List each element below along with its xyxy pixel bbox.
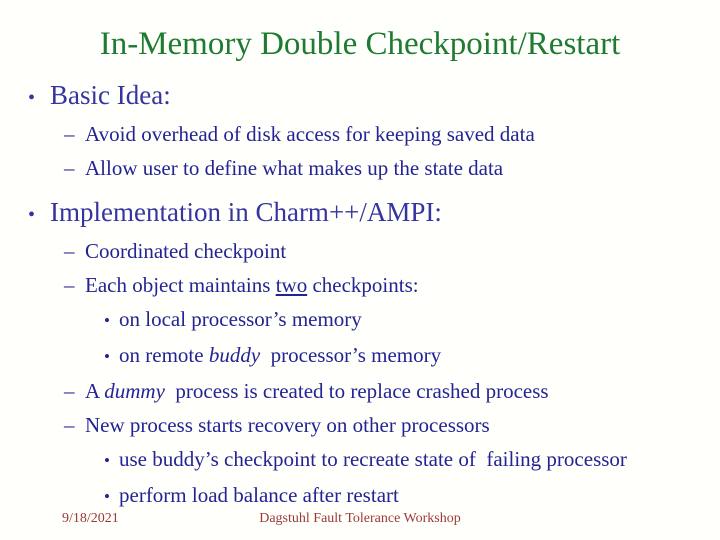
dot-bullet-icon: •	[28, 204, 36, 226]
bullet-line-level-2: –Each object maintains two checkpoints:	[0, 268, 720, 302]
bullet-text: New process starts recovery on other pro…	[85, 408, 490, 442]
bullet-line-level-3: • on remote buddy processor’s memory	[0, 338, 720, 374]
bullet-text: A dummy process is created to replace cr…	[85, 374, 549, 408]
dot-bullet-icon: •	[104, 451, 110, 470]
dot-bullet-icon: •	[104, 311, 110, 330]
bullet-text-segment: processor’s memory	[260, 343, 442, 367]
bullet-text-segment: buddy	[208, 343, 261, 367]
bullet-line-level-3: • perform load balance after restart	[0, 478, 720, 514]
dash-bullet-icon: –	[64, 379, 75, 403]
bullet-text: Allow user to define what makes up the s…	[85, 151, 503, 185]
dash-bullet-icon: –	[64, 239, 75, 263]
bullet-text-segment: Coordinated checkpoint	[85, 239, 287, 263]
slide-footer: 9/18/2021 Dagstuhl Fault Tolerance Works…	[0, 511, 720, 529]
bullet-text-segment: on local processor’s memory	[119, 307, 362, 331]
dash-bullet-icon: –	[64, 122, 75, 146]
bullet-text-segment: use buddy’s checkpoint to recreate state…	[119, 447, 627, 471]
bullet-text-segment: two	[275, 273, 308, 297]
bullet-text-segment: Each object maintains	[85, 273, 276, 297]
bullet-line-level-2: –Allow user to define what makes up the …	[0, 151, 720, 185]
bullet-line-level-2: –Avoid overhead of disk access for keepi…	[0, 117, 720, 151]
bullet-text-segment: process is created to replace crashed pr…	[164, 379, 549, 403]
bullet-text-segment: on remote	[119, 343, 209, 367]
bullet-text-segment: New process starts recovery on other pro…	[85, 413, 490, 437]
bullet-text-segment: checkpoints:	[307, 273, 419, 297]
footer-venue: Dagstuhl Fault Tolerance Workshop	[259, 511, 461, 526]
bullet-text-segment: Implementation in Charm++/AMPI:	[50, 197, 442, 227]
bullet-text: use buddy’s checkpoint to recreate state…	[119, 442, 627, 476]
bullet-line-level-1: • Implementation in Charm++/AMPI:	[0, 193, 720, 234]
bullet-text-segment: Basic Idea:	[50, 80, 171, 110]
bullet-text: Avoid overhead of disk access for keepin…	[85, 117, 535, 151]
bullet-text: Coordinated checkpoint	[85, 234, 286, 268]
footer-date: 9/18/2021	[62, 511, 119, 526]
bullet-text: Implementation in Charm++/AMPI:	[50, 193, 442, 231]
bullet-text: Each object maintains two checkpoints:	[85, 268, 419, 302]
bullet-text: on remote buddy processor’s memory	[119, 338, 441, 372]
bullet-text-segment: perform load balance after restart	[119, 483, 399, 507]
bullet-line-level-1: • Basic Idea:	[0, 76, 720, 117]
bullet-text-segment: A	[85, 379, 105, 403]
bullet-line-level-2: –New process starts recovery on other pr…	[0, 408, 720, 442]
bullet-text: Basic Idea:	[50, 76, 171, 114]
bullet-text: perform load balance after restart	[119, 478, 399, 512]
bullet-text-segment: Avoid overhead of disk access for keepin…	[85, 122, 535, 146]
dot-bullet-icon: •	[104, 347, 110, 366]
dash-bullet-icon: –	[64, 156, 75, 180]
dash-bullet-icon: –	[64, 413, 75, 437]
bullet-line-level-2: –A dummy process is created to replace c…	[0, 374, 720, 408]
dot-bullet-icon: •	[104, 487, 110, 506]
slide-content: •Basic Idea:–Avoid overhead of disk acce…	[0, 76, 720, 514]
bullet-text: on local processor’s memory	[119, 302, 362, 336]
bullet-text-segment: dummy	[104, 379, 165, 403]
bullet-line-level-3: • on local processor’s memory	[0, 302, 720, 338]
bullet-line-level-2: –Coordinated checkpoint	[0, 234, 720, 268]
bullet-text-segment: Allow user to define what makes up the s…	[85, 156, 504, 180]
dot-bullet-icon: •	[28, 87, 36, 109]
bullet-line-level-3: • use buddy’s checkpoint to recreate stat…	[0, 442, 720, 478]
slide-title: In-Memory Double Checkpoint/Restart	[99, 26, 621, 62]
dash-bullet-icon: –	[64, 273, 75, 297]
